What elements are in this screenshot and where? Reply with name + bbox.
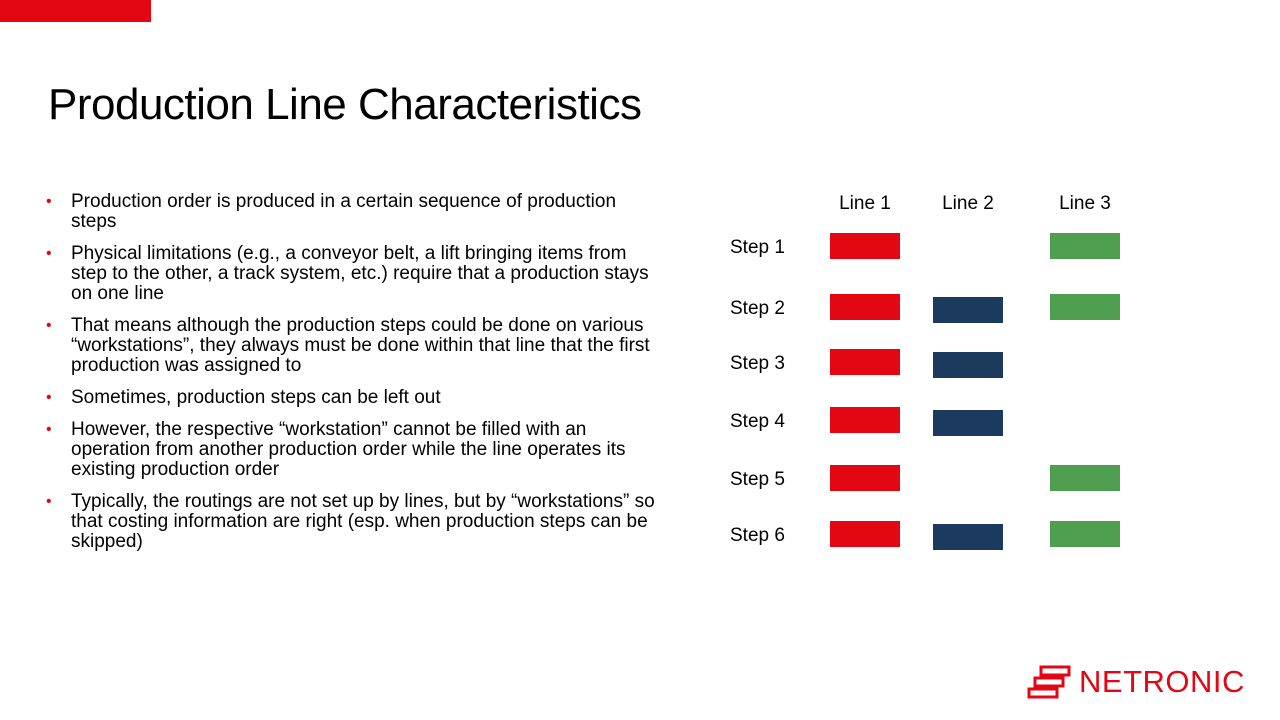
bullet-dot-icon: •: [46, 421, 52, 438]
line-header-2: Line 2: [942, 193, 994, 214]
step-6-line-1-block: [830, 521, 900, 547]
bullet-item: •Production order is produced in a certa…: [46, 191, 617, 232]
step-label-1: Step 1: [730, 237, 785, 258]
step-2-line-2-block: [933, 297, 1003, 323]
accent-bar: [0, 0, 151, 22]
bullet-dot-icon: •: [46, 317, 52, 334]
step-2-line-3-block: [1050, 294, 1120, 320]
step-label-5: Step 5: [730, 469, 785, 490]
bullet-item: •However, the respective “workstation” c…: [46, 419, 626, 480]
step-6-line-2-block: [933, 524, 1003, 550]
step-label-2: Step 2: [730, 298, 785, 319]
step-3-line-1-block: [830, 349, 900, 375]
bullet-item: •Sometimes, production steps can be left…: [46, 387, 441, 408]
bullet-list: •Production order is produced in a certa…: [46, 192, 666, 564]
bullet-dot-icon: •: [46, 389, 52, 406]
step-4-line-1-block: [830, 407, 900, 433]
bullet-item: •Typically, the routings are not set up …: [46, 491, 655, 552]
bullet-item: •That means although the production step…: [46, 315, 650, 376]
logo-text: NETRONIC: [1079, 664, 1245, 699]
step-label-3: Step 3: [730, 353, 785, 374]
step-label-6: Step 6: [730, 525, 785, 546]
step-5-line-1-block: [830, 465, 900, 491]
step-label-4: Step 4: [730, 411, 785, 432]
bullet-dot-icon: •: [46, 193, 52, 210]
step-4-line-2-block: [933, 410, 1003, 436]
bullet-dot-icon: •: [46, 245, 52, 262]
bullet-dot-icon: •: [46, 493, 52, 510]
step-3-line-2-block: [933, 352, 1003, 378]
netronic-logo-icon: [1027, 665, 1071, 699]
page-title: Production Line Characteristics: [48, 80, 642, 129]
netronic-logo: NETRONIC: [1027, 664, 1245, 700]
step-5-line-3-block: [1050, 465, 1120, 491]
step-6-line-3-block: [1050, 521, 1120, 547]
line-header-3: Line 3: [1059, 193, 1111, 214]
step-1-line-3-block: [1050, 233, 1120, 259]
bullet-item: •Physical limitations (e.g., a conveyor …: [46, 243, 649, 304]
step-2-line-1-block: [830, 294, 900, 320]
step-1-line-1-block: [830, 233, 900, 259]
line-header-1: Line 1: [839, 193, 891, 214]
